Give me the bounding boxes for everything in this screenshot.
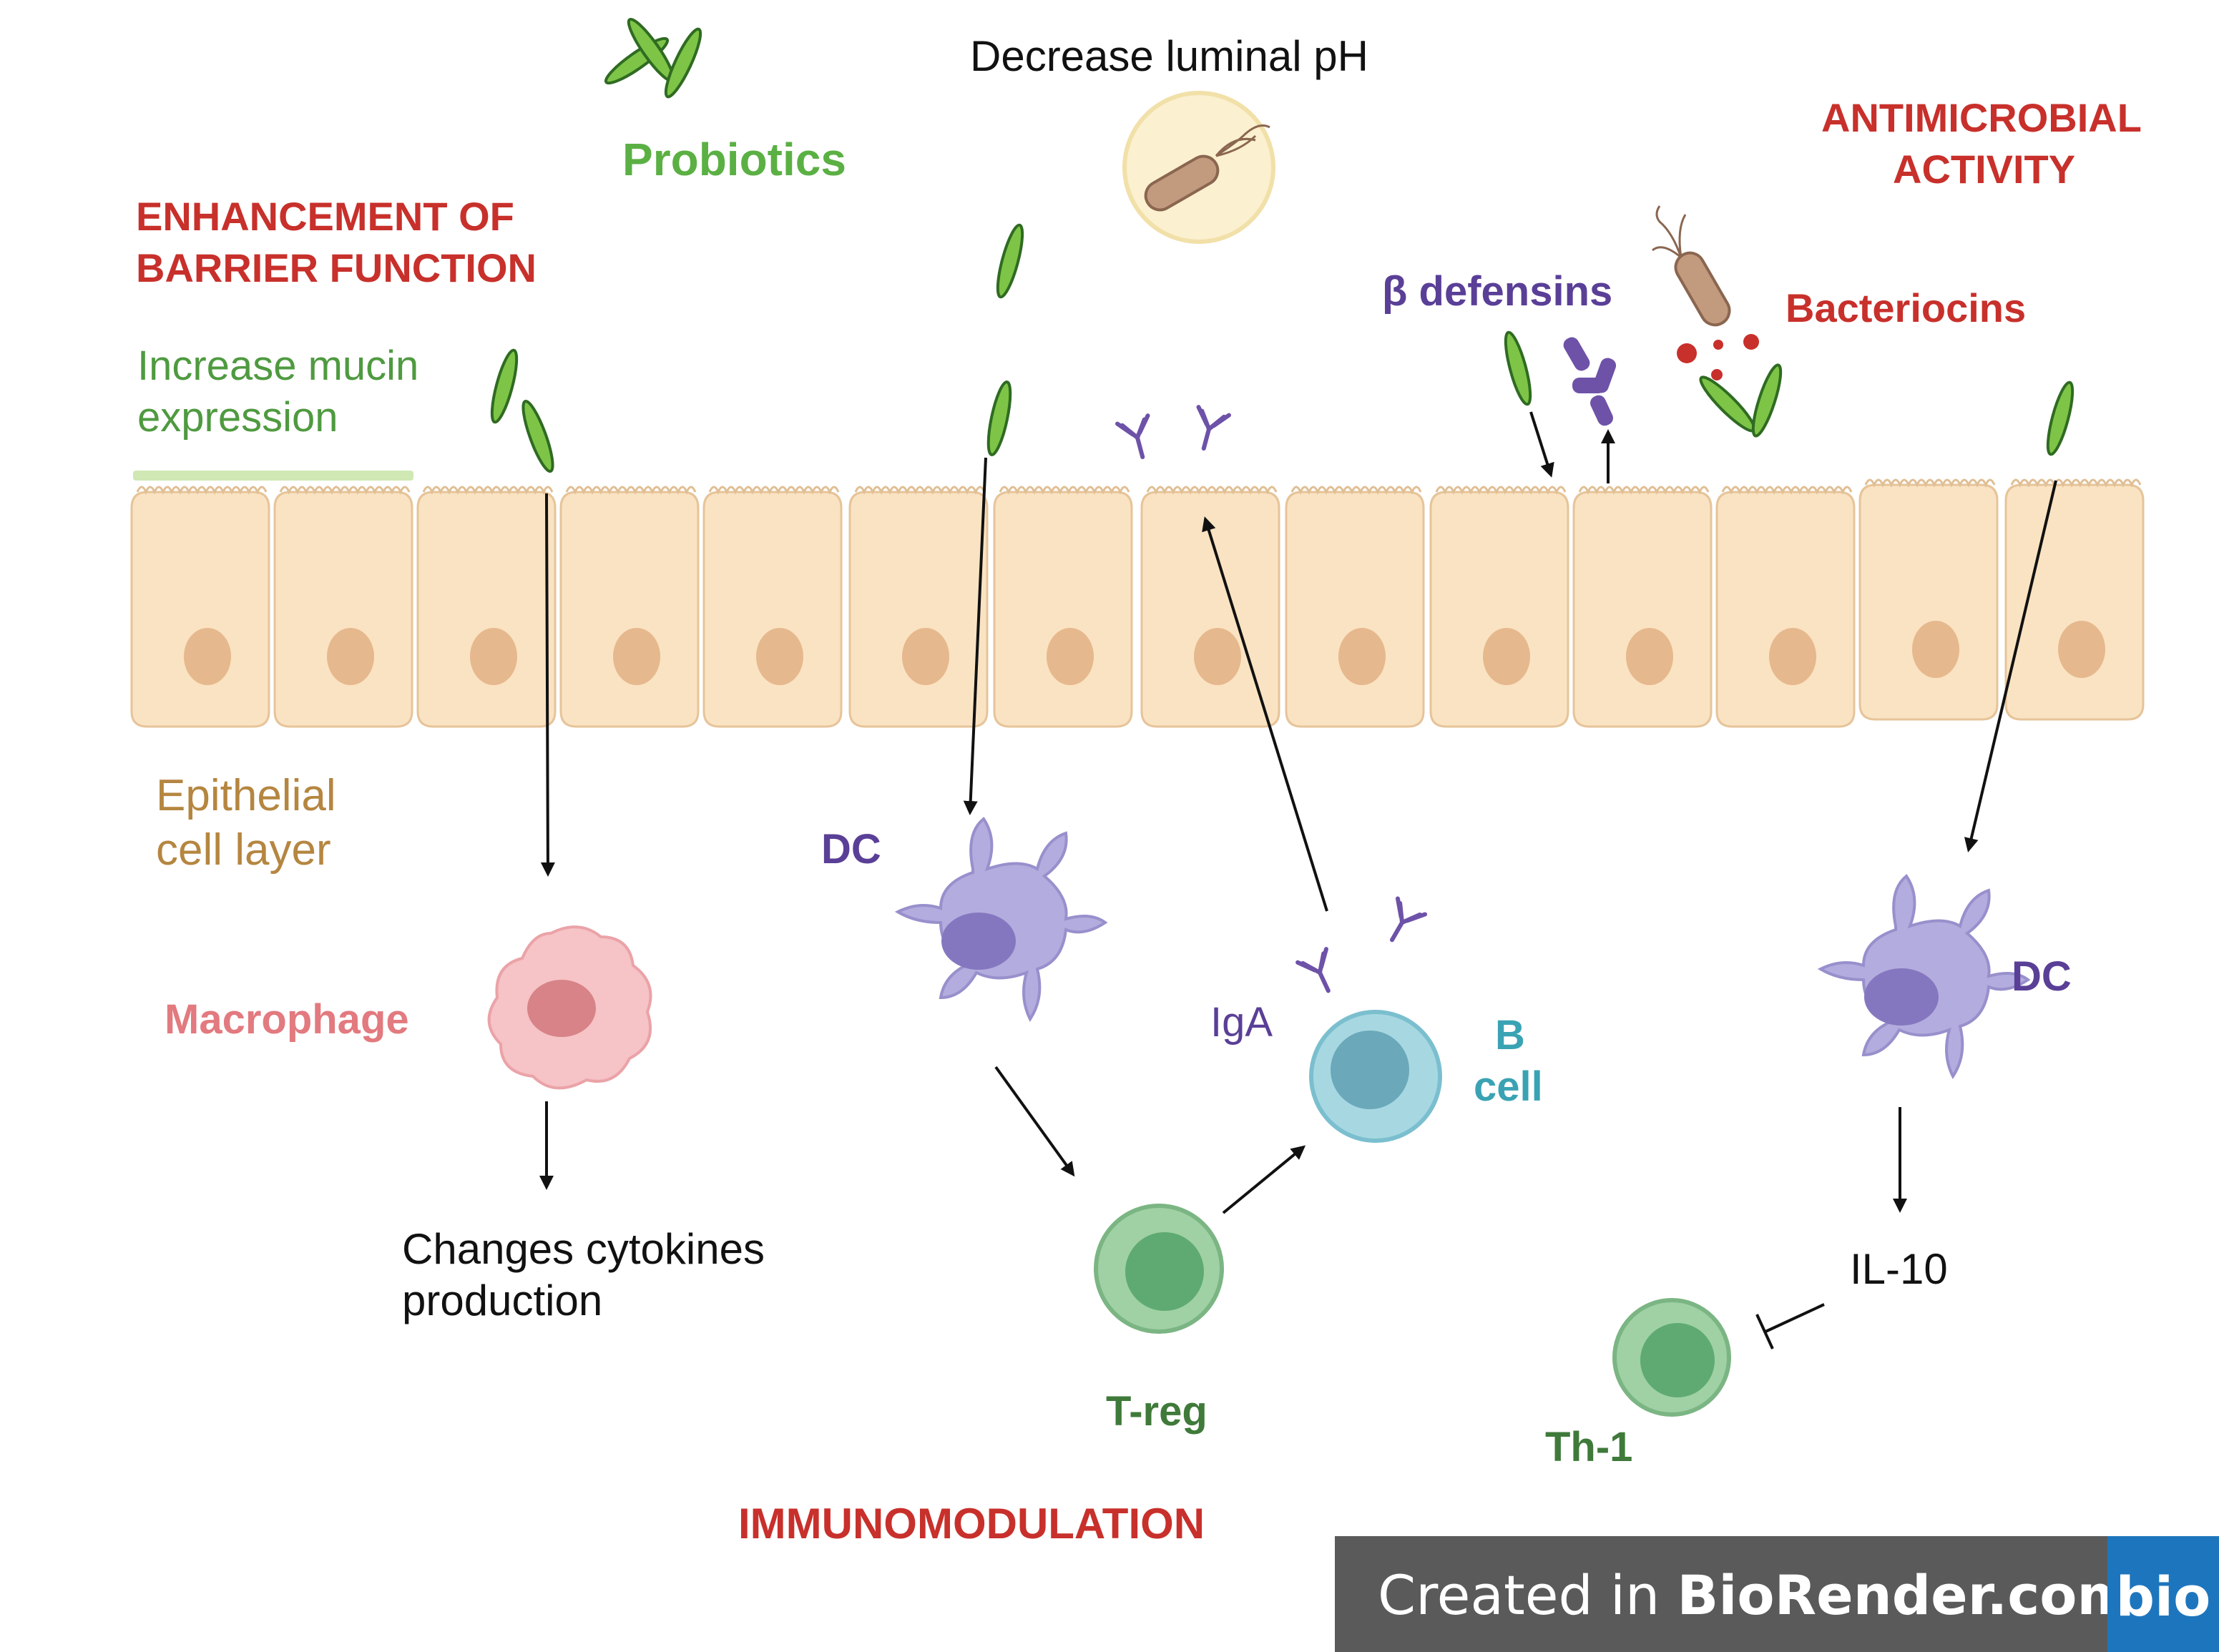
- mucin-label-line2: expression: [137, 394, 338, 441]
- watermark-brand: BioRender.com: [1677, 1563, 2134, 1627]
- beta-defensins-label: β defensins: [1382, 268, 1613, 315]
- enhancement-heading-line1: ENHANCEMENT OF: [136, 194, 514, 239]
- iga-antibodies: [1298, 898, 1425, 997]
- b-cell-label-line1: B: [1495, 1012, 1525, 1058]
- antimicrobial-heading-line2: ACTIVITY: [1893, 147, 2076, 192]
- th1-label: Th-1: [1545, 1424, 1633, 1470]
- dendritic-cell-left: [894, 817, 1108, 1022]
- t-reg-label: T-reg: [1106, 1388, 1208, 1435]
- inhibition-line: [1755, 1303, 1825, 1349]
- probiotics-label: Probiotics: [622, 134, 846, 185]
- epithelial-label-line1: Epithelial: [156, 771, 336, 820]
- biorender-logo-badge: bio: [2107, 1536, 2219, 1652]
- dc-left-label: DC: [821, 826, 881, 872]
- macrophage-label: Macrophage: [165, 996, 409, 1043]
- epithelial-layer: [130, 478, 2145, 728]
- decrease-ph-label: Decrease luminal pH: [970, 32, 1368, 80]
- probiotic-bacteria: [485, 221, 2080, 476]
- epithelial-label-line2: cell layer: [156, 825, 331, 875]
- bacteriocins-label: Bacteriocins: [1786, 285, 2027, 330]
- dendritic-cell-right: [1817, 874, 2031, 1079]
- b-cell: [1309, 1010, 1442, 1143]
- antimicrobial-heading-line1: ANTIMICROBIAL: [1821, 95, 2142, 140]
- arrows: [539, 411, 2057, 1214]
- biorender-watermark: Created in BioRender.com bio: [1335, 1536, 2219, 1652]
- mucin-layer: [133, 471, 413, 481]
- acid-bacterium-icon: [1122, 91, 1275, 244]
- cytokines-label-line1: Changes cytokines: [402, 1225, 765, 1273]
- secreted-iga-antibodies: [1117, 407, 1229, 461]
- t-reg-cell: [1094, 1204, 1224, 1334]
- immunomodulation-heading: IMMUNOMODULATION: [738, 1500, 1205, 1548]
- bacteriocins-dots: [1677, 334, 1759, 380]
- b-cell-label-line2: cell: [1474, 1063, 1543, 1110]
- cytokines-label-line2: production: [402, 1277, 603, 1324]
- pathogen-bacterium-icon: [1652, 205, 1731, 327]
- il10-label: IL-10: [1850, 1245, 1948, 1293]
- enhancement-heading-line2: BARRIER FUNCTION: [136, 245, 537, 290]
- iga-label: IgA: [1210, 999, 1273, 1046]
- biorender-logo-text: bio: [2115, 1565, 2211, 1628]
- dc-right-label: DC: [2012, 953, 2072, 1000]
- macrophage-cell: [487, 925, 652, 1090]
- th1-cell: [1612, 1298, 1731, 1417]
- beta-defensins-icon: [1563, 337, 1617, 426]
- watermark-created-in: Created in: [1378, 1563, 1660, 1627]
- mucin-label-line1: Increase mucin: [137, 343, 419, 389]
- watermark-text: Created in BioRender.com: [1378, 1563, 2134, 1627]
- probiotics-icon: [600, 14, 707, 102]
